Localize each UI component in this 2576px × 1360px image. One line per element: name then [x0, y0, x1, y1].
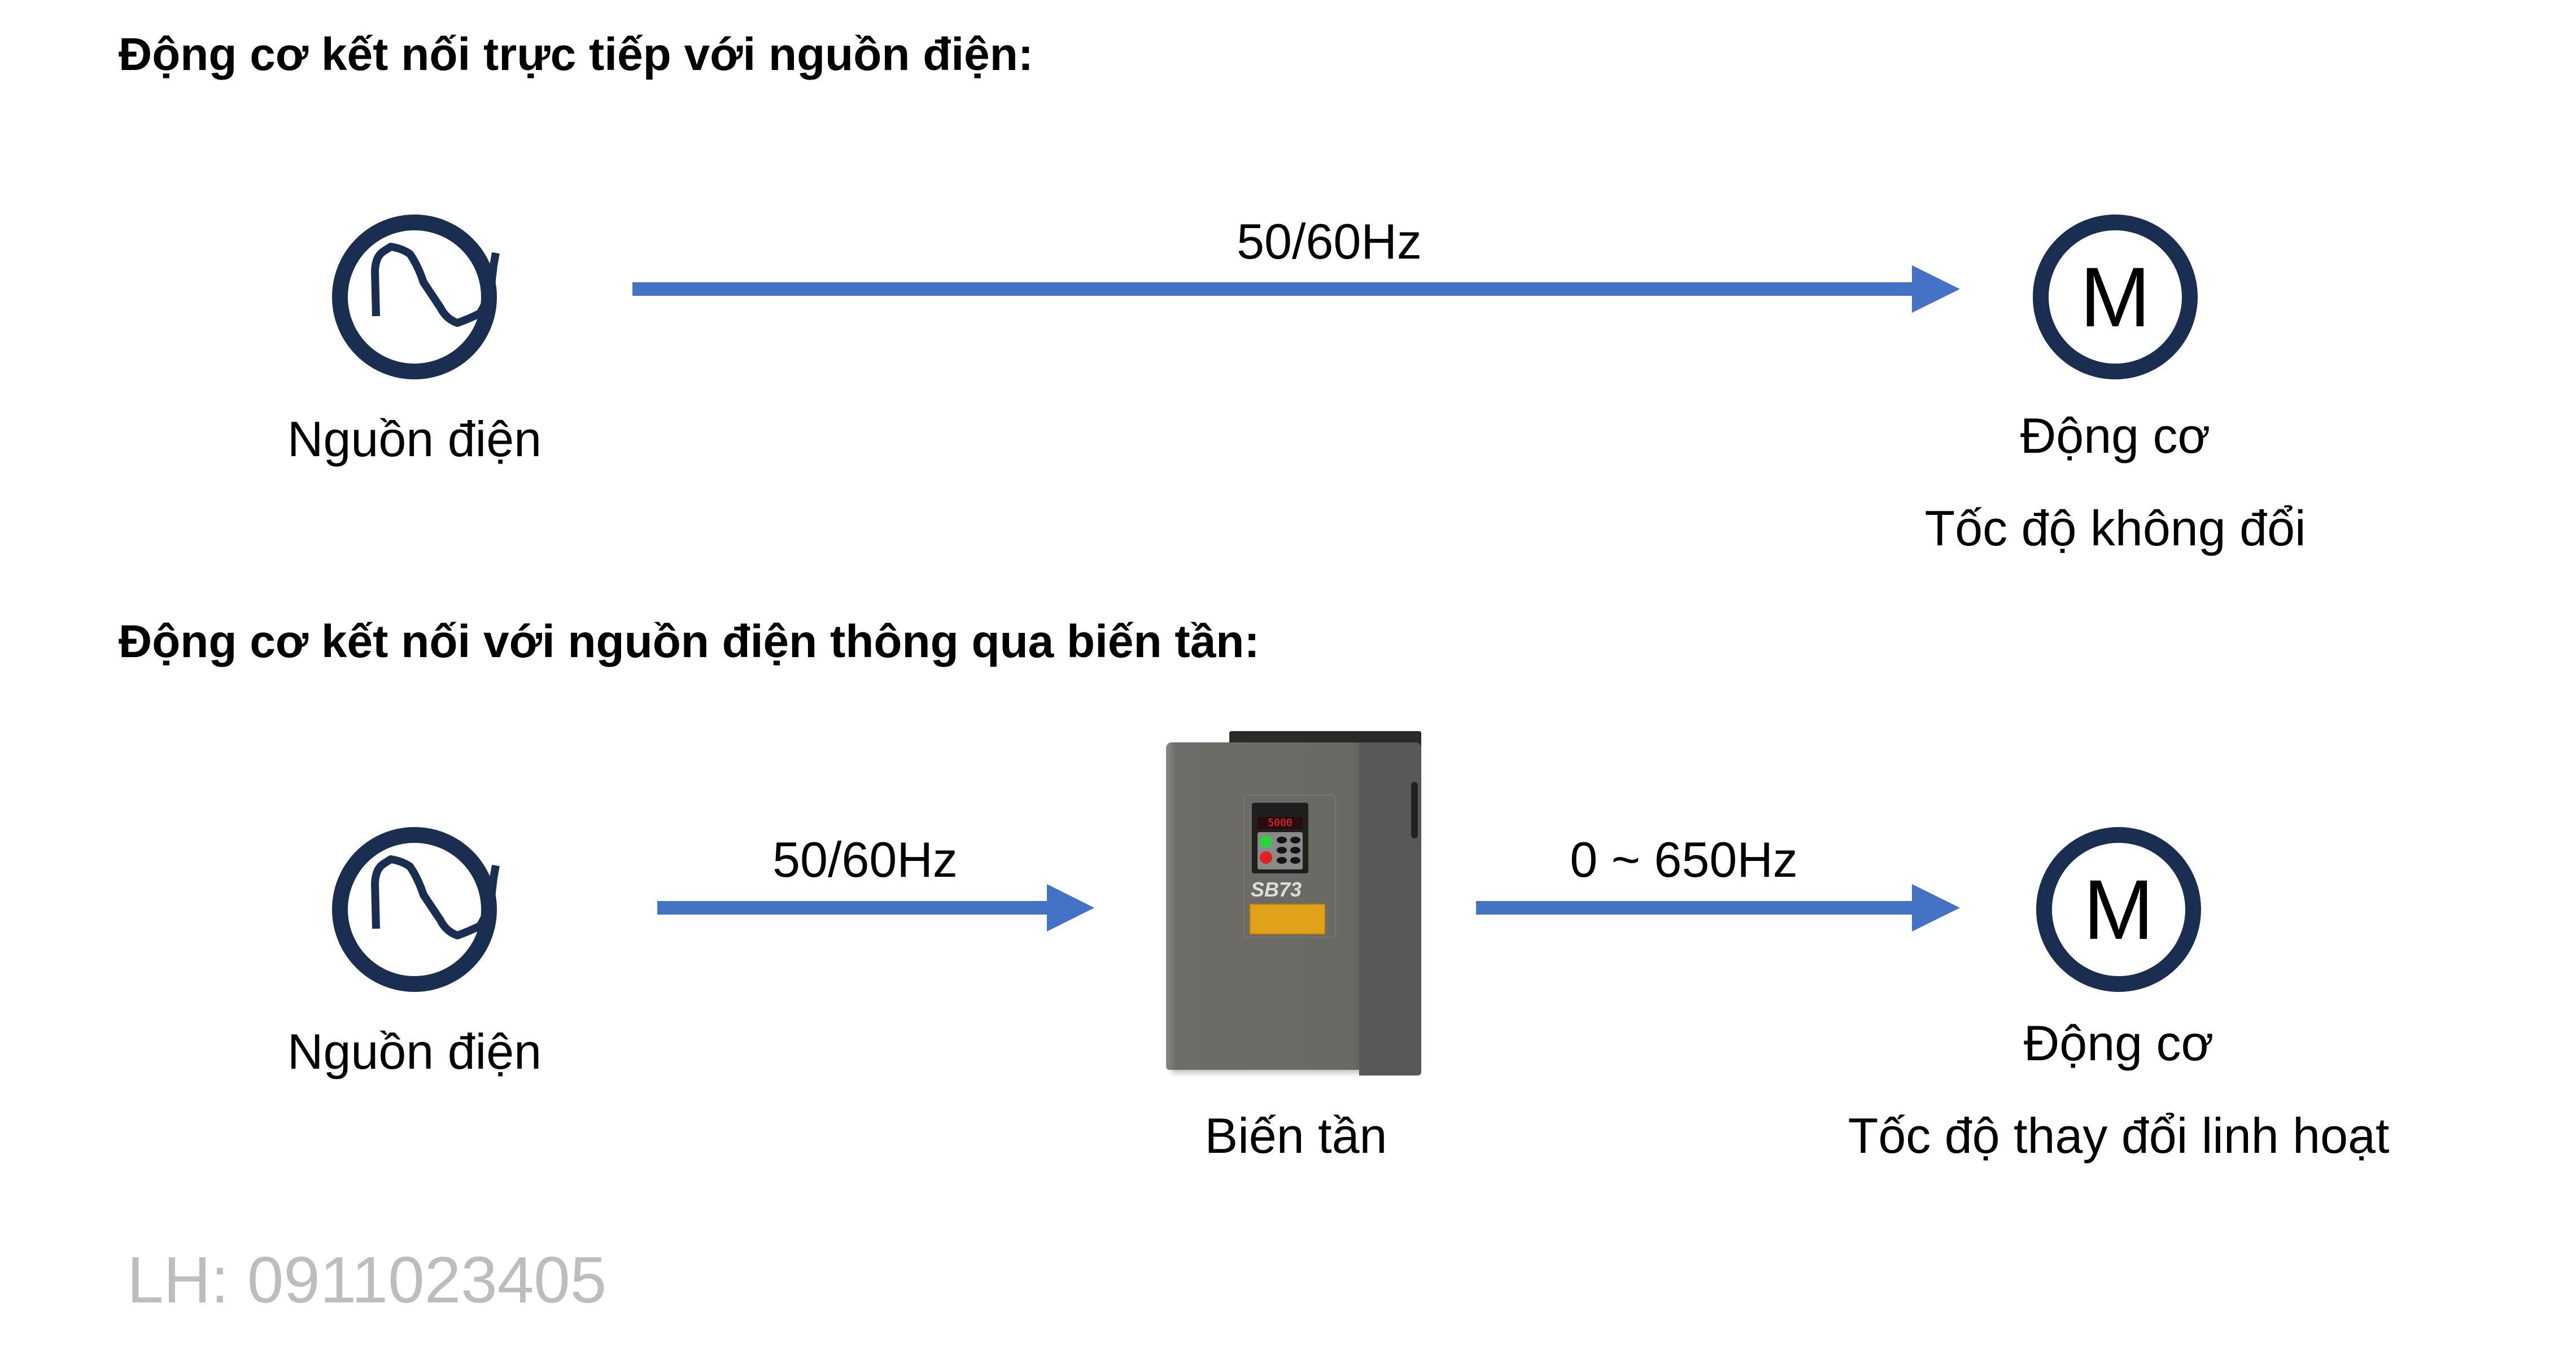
motor-speed-label: Tốc độ thay đổi linh hoạt — [1848, 1108, 2390, 1164]
stop-button-icon — [1260, 851, 1272, 864]
inverter-label: Biến tần — [1204, 1108, 1387, 1164]
section1-title: Động cơ kết nối trực tiếp với nguồn điện… — [119, 29, 1034, 80]
arrow-right-icon — [1476, 884, 1960, 932]
inverter-image: 5000 SB73 — [1156, 727, 1438, 1091]
ac-source-icon — [332, 827, 497, 992]
motor-symbol: M — [2083, 862, 2154, 957]
source-label: Nguồn điện — [287, 411, 542, 467]
arrow-right-icon — [657, 884, 1094, 932]
motor-label: Động cơ — [2020, 408, 2211, 463]
contact-phone: LH: 0911023405 — [127, 1243, 607, 1317]
warning-label-icon — [1250, 904, 1325, 934]
section2-title: Động cơ kết nối với nguồn điện thông qua… — [119, 616, 1260, 667]
output-frequency-label: 0 ~ 650Hz — [1570, 832, 1798, 887]
frequency-label: 50/60Hz — [1237, 213, 1422, 269]
motor-speed-label: Tốc độ không đổi — [1924, 500, 2306, 556]
motor-label: Động cơ — [2023, 1015, 2214, 1071]
source-label: Nguồn điện — [287, 1024, 542, 1079]
run-button-icon — [1260, 836, 1272, 848]
motor-icon: M — [2036, 827, 2201, 992]
motor-icon: M — [2033, 215, 2198, 379]
input-frequency-label: 50/60Hz — [772, 832, 958, 887]
motor-symbol: M — [2080, 249, 2151, 344]
inverter-display: 5000 — [1258, 817, 1303, 829]
ac-source-icon — [332, 215, 497, 379]
inverter-model: SB73 — [1251, 878, 1302, 901]
arrow-right-icon — [632, 265, 1960, 313]
